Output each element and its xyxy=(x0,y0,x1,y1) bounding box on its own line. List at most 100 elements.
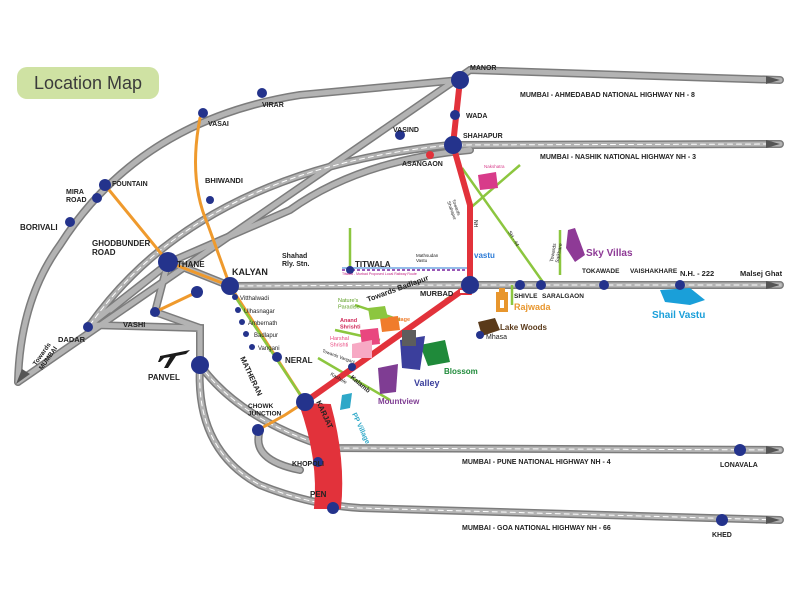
greenland-blob xyxy=(402,330,416,346)
place-fountain: FOUNTAIN xyxy=(112,181,148,188)
node-kalyan xyxy=(221,277,239,295)
node-manor xyxy=(451,71,469,89)
place-vaishakhare: VAISHAKHARE xyxy=(630,268,678,275)
place-kalamb: Kalamb xyxy=(349,374,372,394)
node-vasai xyxy=(198,108,208,118)
place-proposed-rail: Titwala - Murbad Proposed Local Railway … xyxy=(342,272,417,276)
highway-label-nh3: MUMBAI - NASHIK NATIONAL HIGHWAY NH - 3 xyxy=(540,154,696,161)
place-ulhasnagar: Ulhasnagar xyxy=(244,309,275,315)
place-thane: THANE xyxy=(177,260,205,269)
node-shivle xyxy=(515,280,525,290)
project-mountview: Mountview xyxy=(378,397,420,406)
place-asangaon: ASANGAON xyxy=(402,161,443,168)
place-khopoli: KHOPOLI xyxy=(292,461,324,468)
place-kalyan: KALYAN xyxy=(232,267,268,277)
mountview-blob xyxy=(378,364,398,394)
blossom-blob xyxy=(420,340,450,366)
node-pen xyxy=(327,502,339,514)
natures-paradise-blob xyxy=(368,306,388,320)
place-panvel: PANVEL xyxy=(148,373,180,382)
place-manor: MANOR xyxy=(470,65,496,72)
red-highways xyxy=(298,77,473,509)
place-vasai: VASAI xyxy=(208,121,229,128)
arrow-nh66 xyxy=(766,516,780,524)
place-pen: PEN xyxy=(310,490,327,499)
node-ulh xyxy=(235,307,241,313)
airplane-icon xyxy=(158,350,190,368)
project-lake-woods: Lake Woods xyxy=(500,323,548,332)
project-vastu-bhoomi: vastu xyxy=(474,251,495,260)
sky-villas-blob xyxy=(566,228,585,262)
node-vit xyxy=(232,294,238,300)
node-panvel xyxy=(191,356,209,374)
node-mhasa xyxy=(476,331,484,339)
nodes xyxy=(65,71,746,526)
node-khed xyxy=(716,514,728,526)
place-shahapur: SHAHAPUR xyxy=(463,133,503,140)
node-mira xyxy=(92,193,102,203)
arrow-nh8 xyxy=(766,76,780,84)
project-blobs xyxy=(340,172,705,410)
labels: MUMBAI - AHMEDABAD NATIONAL HIGHWAY NH -… xyxy=(20,65,783,539)
shail-vastu-blob xyxy=(660,288,705,305)
place-bhiwandi: BHIWANDI xyxy=(205,176,243,185)
node-lonavala xyxy=(734,444,746,456)
node-van xyxy=(249,344,255,350)
place-badlapur: Badlapur xyxy=(254,333,278,339)
place-saralgaon: SARALGAON xyxy=(542,293,584,300)
place-towards-saikhare: TowardsSaikhare xyxy=(549,242,564,264)
asangaon-dot xyxy=(426,151,434,159)
node-vasind xyxy=(395,130,405,140)
node-saralgaon xyxy=(536,280,546,290)
highway-label-nh8: MUMBAI - AHMEDABAD NATIONAL HIGHWAY NH -… xyxy=(520,92,695,99)
place-vasind: VASIND xyxy=(393,127,419,134)
node-kalamb xyxy=(348,363,356,371)
arrow-mumbai xyxy=(16,369,30,384)
project-sky-villas: Sky Villas xyxy=(586,248,633,259)
project-heritage: Heritage xyxy=(388,317,410,323)
node-bhiwandi xyxy=(206,196,214,204)
place-murbad: MURBAD xyxy=(420,289,454,298)
arrow-nh222 xyxy=(766,281,780,289)
place-neral: NERAL xyxy=(285,356,313,365)
place-titwala: TITWALA xyxy=(355,260,391,269)
node-amb xyxy=(239,319,245,325)
node-karjat xyxy=(296,393,314,411)
place-matheran: MATHERAN xyxy=(238,355,264,397)
place-nh: NH xyxy=(472,220,478,228)
place-wada: WADA xyxy=(466,113,487,120)
node-fountain xyxy=(99,179,111,191)
nakshatra-blob xyxy=(478,172,498,190)
proposed-rail xyxy=(342,267,470,271)
project-pp-village: PP Village xyxy=(350,412,371,446)
node-titwala xyxy=(346,266,354,274)
node-virar xyxy=(257,88,267,98)
node-vashi xyxy=(150,307,160,317)
place-virar: VIRAR xyxy=(262,102,284,109)
place-mhasa: Mhasa xyxy=(486,334,507,341)
node-thane xyxy=(158,252,178,272)
place-tokawade: TOKAWADE xyxy=(582,268,620,275)
lake-woods-blob xyxy=(478,318,500,336)
place-towards-shahapur: TowardsShahapur xyxy=(446,199,462,221)
node-kalyan2 xyxy=(191,286,203,298)
place-vashi: VASHI xyxy=(123,320,145,329)
highway-label-nh222: N.H. - 222 xyxy=(680,269,714,278)
node-neral xyxy=(272,352,282,362)
highway-arrows xyxy=(16,76,780,524)
node-chowk xyxy=(252,424,264,436)
project-rajwada: Rajwada xyxy=(514,302,552,312)
project-nakshatra: Nakshatra xyxy=(484,164,505,169)
highway-label-nh66: MUMBAI - GOA NATIONAL HIGHWAY NH - 66 xyxy=(462,525,611,532)
temple-icon xyxy=(496,288,508,312)
place-shivle: SHIVLE xyxy=(514,293,538,300)
node-shahapur xyxy=(444,136,462,154)
